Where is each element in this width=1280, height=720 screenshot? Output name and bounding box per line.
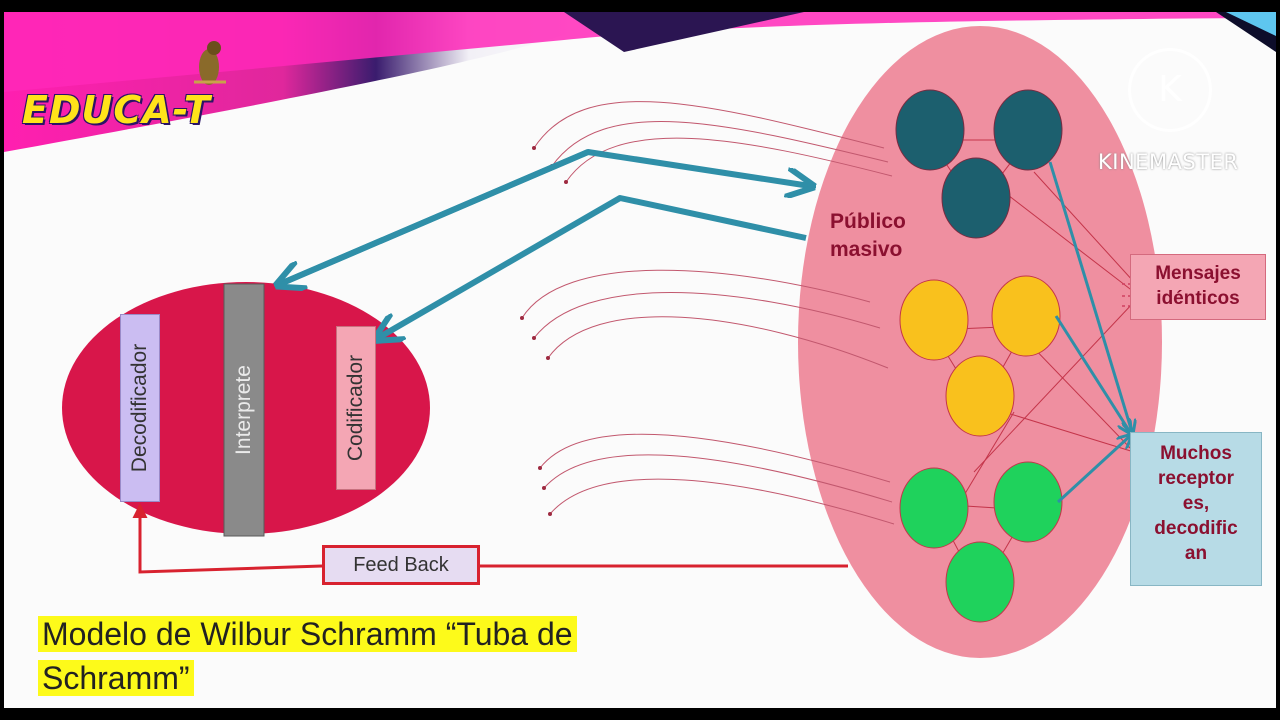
header-banner xyxy=(4,12,1276,152)
arrows-to-receivers xyxy=(1048,161,1132,504)
feedback-loop-line xyxy=(132,503,848,574)
yellow-receiver-circle xyxy=(945,355,1015,437)
codificador-label: Codificador xyxy=(344,354,368,462)
caption-line2: Schramm” xyxy=(38,660,194,696)
feedback-box: Feed Back xyxy=(322,545,480,585)
yellow-audience-group xyxy=(899,275,1061,437)
decodificador-box: Decodificador xyxy=(120,314,160,502)
teal-audience-group xyxy=(895,89,1063,239)
receptores-line: Muchos xyxy=(1160,443,1232,464)
muchos-receptores-box: Muchos receptor es, decodific an xyxy=(1130,432,1262,586)
yellow-receiver-circle xyxy=(991,275,1061,357)
slide: EDUCA-T K KINEMASTER Decodificador Inter… xyxy=(4,12,1276,708)
decodificador-label: Decodificador xyxy=(128,343,151,473)
teal-receiver-circle xyxy=(895,89,965,171)
yellow-receiver-circle xyxy=(899,279,969,361)
publico-masivo-label: Público masivo xyxy=(830,208,906,264)
message-wave-lines xyxy=(521,101,895,525)
feedback-label: Feed Back xyxy=(353,553,449,576)
receptores-line: receptor xyxy=(1157,468,1235,489)
publico-label-line2: masivo xyxy=(830,238,903,261)
kinemaster-logo-icon: K xyxy=(1128,48,1212,132)
interprete-label: Interprete xyxy=(232,365,256,455)
green-receiver-circle xyxy=(993,461,1063,543)
codificador-box: Codificador xyxy=(336,326,376,490)
publico-label-line1: Público xyxy=(830,210,906,233)
mensajes-identicos-box: Mensajes idénticos xyxy=(1130,254,1266,320)
audience-ellipse xyxy=(798,26,1162,658)
green-receiver-circle xyxy=(899,467,969,549)
receptores-line: es, xyxy=(1182,493,1210,514)
caption-line1: Modelo de Wilbur Schramm “Tuba de xyxy=(38,616,577,652)
interprete-box: Interprete xyxy=(224,284,264,536)
receptores-line: an xyxy=(1184,543,1208,564)
interprete-bar xyxy=(223,283,265,537)
message-wave-dots xyxy=(520,146,568,516)
teal-receiver-circle xyxy=(993,89,1063,171)
transmission-arrows xyxy=(280,149,810,338)
kinemaster-watermark: KINEMASTER xyxy=(1098,150,1239,174)
dashes-to-mensajes xyxy=(1122,283,1130,307)
mensajes-line1: Mensajes xyxy=(1155,263,1241,284)
diagram-caption: Modelo de Wilbur Schramm “Tuba de Schram… xyxy=(38,612,577,700)
logo-bird-icon xyxy=(194,41,226,85)
green-receiver-circle xyxy=(945,541,1015,623)
kinemaster-k-letter: K xyxy=(1158,69,1182,110)
educat-logo: EDUCA-T xyxy=(22,88,211,132)
teal-receiver-circle xyxy=(941,157,1011,239)
receptores-line: decodific xyxy=(1154,518,1238,539)
green-audience-group xyxy=(899,461,1063,623)
mensajes-line2: idénticos xyxy=(1156,288,1240,309)
